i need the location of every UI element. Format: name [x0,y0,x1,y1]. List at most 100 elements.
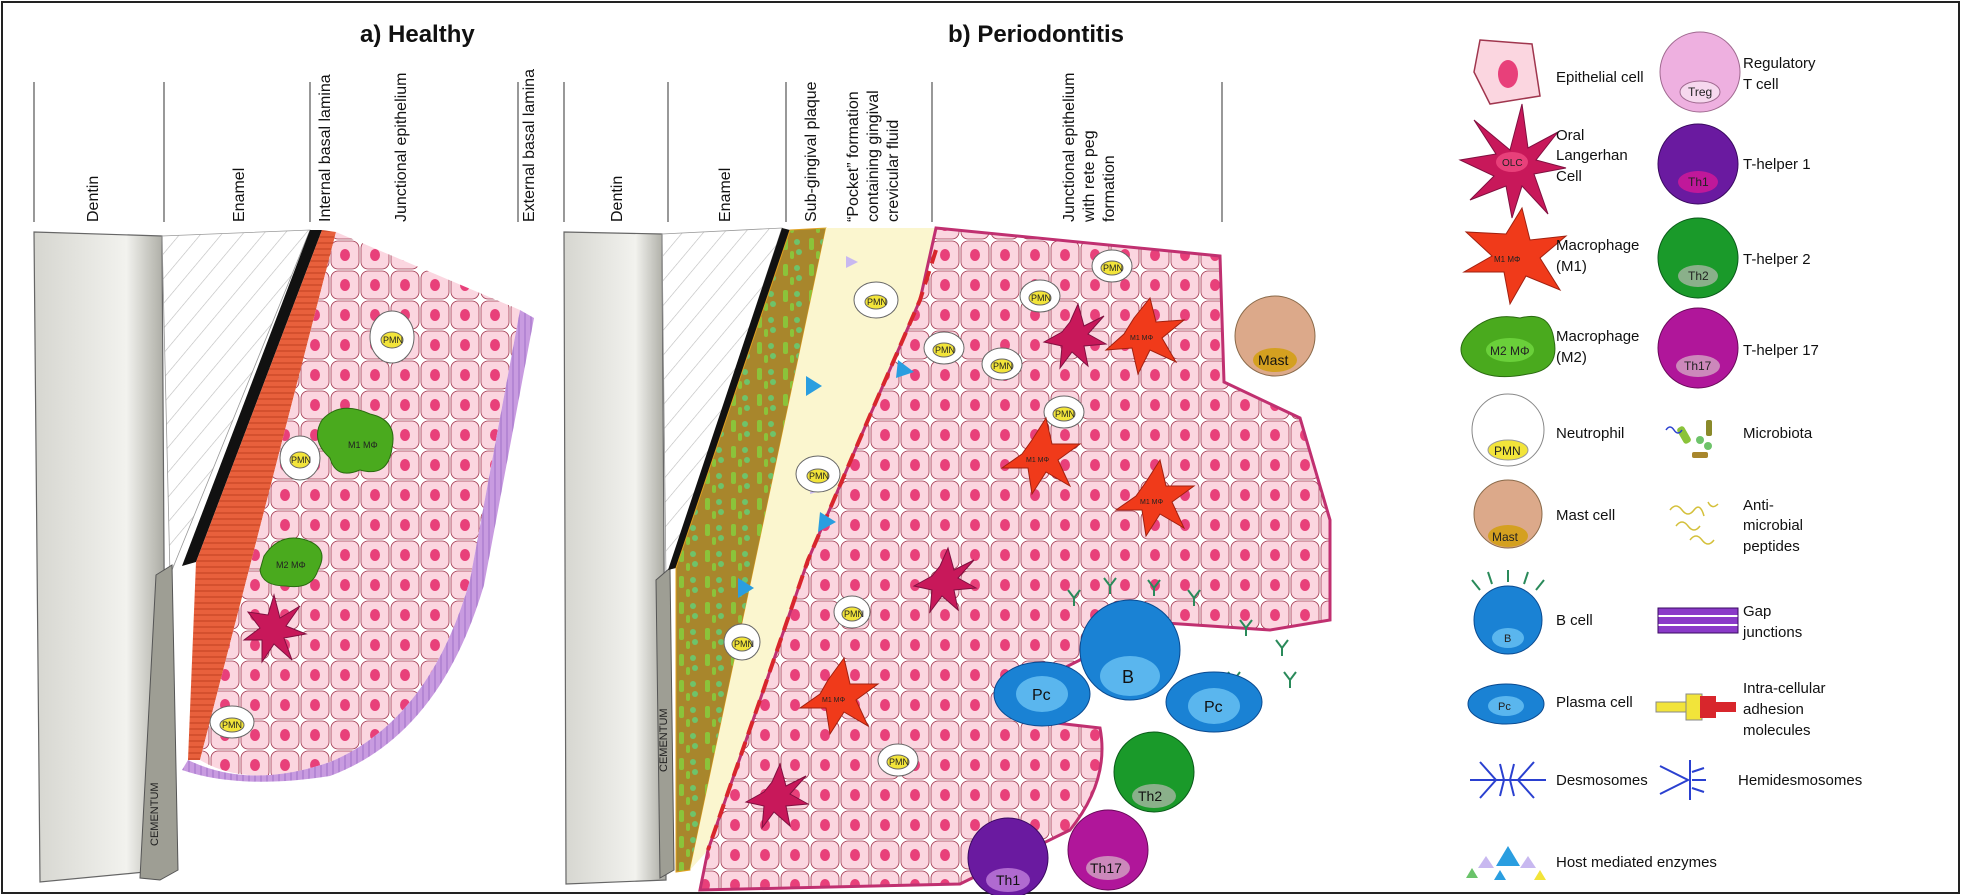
pocket-neutrophil: PMN [796,456,840,492]
healthy-title: a) Healthy [360,21,475,48]
perio-plasma-cell: Pc [994,662,1090,726]
neutrophil-icon: PMN [1472,394,1544,466]
svg-text:Th2: Th2 [1688,269,1709,283]
svg-text:B: B [1504,633,1511,645]
svg-text:PMN: PMN [809,471,829,481]
svg-text:PMN: PMN [1494,444,1521,458]
healthy-external-basal-lamina-label: External basal lamina [521,69,538,222]
legend-neutrophil: Neutrophil [1556,425,1624,442]
svg-text:Th2: Th2 [1138,788,1162,804]
svg-text:Pc: Pc [1032,687,1051,704]
svg-text:PMN: PMN [734,639,754,649]
legend-m1-line1: Macrophage [1556,237,1639,254]
th1-icon: Th1 [1658,124,1738,204]
legend-enzymes: Host mediated enzymes [1556,854,1717,871]
legend-plasma-cell: Plasma cell [1556,694,1633,711]
legend-th2: T-helper 2 [1743,251,1811,268]
legend-th1: T-helper 1 [1743,156,1811,173]
perio-enamel-label: Enamel [717,168,734,222]
svg-text:PMN: PMN [222,720,242,730]
svg-text:Th1: Th1 [996,872,1020,888]
svg-text:PMN: PMN [383,335,403,345]
treg-icon: Treg [1660,32,1740,112]
microbiota-icon [1666,420,1712,458]
legend-treg-line1: Regulatory [1743,55,1816,72]
healthy-column-dividers [34,82,518,222]
healthy-neutrophil-3: PMN [210,706,254,738]
legend-gap-line1: Gap [1743,603,1771,620]
perio-pocket-label-line3: crevicular fluid [885,120,902,222]
legend-m2-line2: (M2) [1556,349,1587,366]
perio-plasma-cell: Pc [1166,672,1262,732]
legend-microbiota: Microbiota [1743,425,1813,442]
perio-b-cell: B [1080,600,1180,700]
perio-neutrophil: PMN [982,348,1022,380]
perio-neutrophil: PMN [1044,396,1084,428]
legend-amp-line1: Anti- [1743,497,1774,514]
gap-junction-icon [1658,608,1738,633]
svg-text:M1 MΦ: M1 MΦ [822,697,846,704]
svg-text:Pc: Pc [1204,699,1223,716]
macrophage-m1-icon: M1 MΦ [1464,208,1566,304]
svg-text:PMN: PMN [1103,263,1123,273]
perio-neutrophil: PMN [1020,280,1060,312]
svg-text:Mast: Mast [1258,352,1288,368]
svg-text:Th17: Th17 [1090,860,1122,876]
healthy-neutrophil-2: PMN [280,436,320,480]
svg-text:PMN: PMN [1031,293,1051,303]
svg-text:Th1: Th1 [1688,175,1709,189]
legend-adhesion-line2: adhesion [1743,701,1804,718]
svg-text:Pc: Pc [1498,701,1511,713]
legend-mast-cell: Mast cell [1556,507,1615,524]
macrophage-m2-icon: M2 MΦ [1461,316,1555,376]
svg-text:M2 MΦ: M2 MΦ [1490,344,1530,358]
legend-adhesion-line1: Intra-cellular [1743,680,1826,697]
healthy-junctional-epithelium-label: Junctional epithelium [393,73,410,222]
healthy-dentin-label: Dentin [85,176,102,222]
antimicrobial-peptide-icon [1670,502,1718,544]
healthy-enamel-label: Enamel [231,168,248,222]
legend: OLC M1 MΦ M2 MΦ PMN Mast B [1460,32,1862,880]
svg-text:Th17: Th17 [1684,359,1712,373]
perio-neutrophil: PMN [924,332,964,364]
legend-gap-line2: junctions [1742,624,1802,641]
svg-text:OLC: OLC [1502,158,1523,169]
svg-text:PMN: PMN [993,361,1013,371]
legend-adhesion-line3: molecules [1743,722,1811,739]
legend-m2-line1: Macrophage [1556,328,1639,345]
perio-th17-cell: Th17 [1068,810,1148,890]
svg-text:M1 MΦ: M1 MΦ [1494,255,1520,264]
perio-je-label-line3: formation [1101,155,1118,222]
svg-text:PMN: PMN [844,609,864,619]
svg-text:M2 MΦ: M2 MΦ [276,560,306,570]
legend-hemidesmosomes: Hemidesmosomes [1738,772,1862,789]
legend-langerhans-line2: Langerhan [1556,147,1628,164]
perio-dentin-label: Dentin [609,176,626,222]
legend-m1-line2: (M1) [1556,258,1587,275]
legend-b-cell: B cell [1556,612,1593,629]
svg-text:PMN: PMN [867,297,887,307]
svg-text:PMN: PMN [1055,409,1075,419]
adhesion-molecule-icon [1656,694,1736,720]
svg-text:PMN: PMN [889,757,909,767]
svg-text:M1 MΦ: M1 MΦ [348,440,378,450]
healthy-neutrophil-1: PMN [370,311,414,363]
legend-epithelial-cell: Epithelial cell [1556,69,1644,86]
epithelial-cell-icon [1474,40,1540,104]
perio-plaque-label: Sub-gingival plaque [803,81,820,222]
pocket-neutrophil: PMN [724,624,760,660]
perio-pocket-label-line2: containing gingival [865,90,882,222]
legend-desmosomes: Desmosomes [1556,772,1648,789]
langerhans-cell-icon: OLC [1460,104,1566,218]
svg-text:Treg: Treg [1688,85,1712,99]
perio-je-label-line1: Junctional epithelium [1061,73,1078,222]
perio-neutrophil: PMN [878,744,918,776]
legend-treg-line2: T cell [1743,76,1779,93]
desmosome-icon [1470,762,1546,798]
perio-column-labels: Dentin Enamel Sub-gingival plaque “Pocke… [609,73,1118,223]
perio-neutrophil: PMN [1092,250,1132,282]
perio-cementum-label: CEMENTUM [658,708,670,772]
th2-icon: Th2 [1658,218,1738,298]
svg-text:M1 MΦ: M1 MΦ [1026,457,1050,464]
